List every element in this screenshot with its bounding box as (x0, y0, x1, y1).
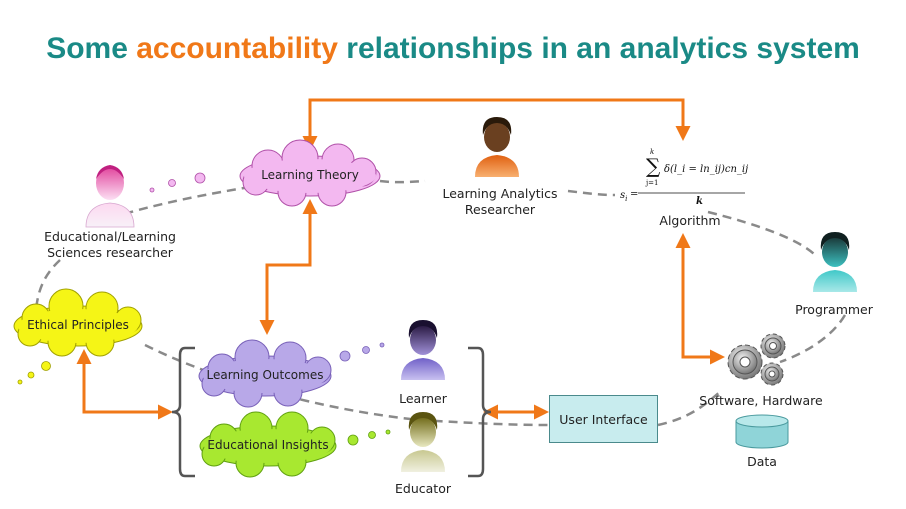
arrow-algorithm-software (675, 233, 725, 365)
person-icon (813, 232, 857, 292)
formula-sigma: ∑ (646, 154, 661, 178)
right-bracket (468, 346, 492, 478)
dashed-theory-la (379, 179, 426, 184)
algorithm-formula: si = k ∑ j=1 δ(l_i = ln_ij)cn_ij k (620, 148, 749, 207)
data-label: Data (747, 454, 777, 469)
brackets (171, 346, 492, 478)
cloud-learning-theory (239, 139, 381, 207)
programmer-label: Programmer (795, 302, 873, 317)
formula-denominator: k (696, 196, 703, 207)
learner-label: Learner (399, 391, 447, 406)
thought-dots (17, 172, 391, 446)
user-interface-box: User Interface (549, 395, 658, 443)
formula-lhs: si (620, 190, 628, 203)
learning-outcomes-label: Learning Outcomes (206, 368, 324, 382)
user-interface-label: User Interface (559, 411, 648, 427)
orange-arrows (76, 98, 725, 420)
left-bracket (171, 346, 195, 478)
arrow-theory-algorithm (302, 98, 691, 151)
software-hardware-label: Software, Hardware (699, 393, 823, 408)
cloud-educational-insights (199, 411, 337, 478)
slide-title: Some accountability relationships in an … (46, 32, 860, 65)
algorithm-label: Algorithm (659, 213, 721, 228)
dashed-ui-software (657, 389, 723, 427)
ethical-principles-label: Ethical Principles (27, 318, 129, 332)
dashed-programmer-gears (779, 314, 847, 364)
formula-sum-top: k (650, 148, 655, 156)
arrow-theory-outcomes (259, 199, 318, 335)
educator-label: Educator (395, 481, 451, 496)
dashed-formula-programmer (707, 210, 816, 256)
formula-sum-bottom: j=1 (646, 179, 659, 187)
arrow-ethics-bracket (76, 349, 173, 420)
cloud-ethical-principles (13, 288, 143, 357)
learning-theory-label: Learning Theory (261, 168, 359, 182)
dashed-researcher-theory (109, 183, 263, 220)
database-icon (735, 414, 789, 449)
dashed-la-formula (567, 189, 616, 197)
cloud-learning-outcomes (198, 339, 332, 408)
person-icon (401, 320, 445, 380)
formula-numerator: δ(l_i = ln_ij)cn_ij (664, 164, 749, 175)
person-icon (401, 412, 445, 472)
educational-insights-label: Educational Insights (207, 438, 329, 452)
person-icon (85, 165, 135, 228)
person-icon (475, 117, 519, 177)
gears-icon (727, 333, 786, 386)
